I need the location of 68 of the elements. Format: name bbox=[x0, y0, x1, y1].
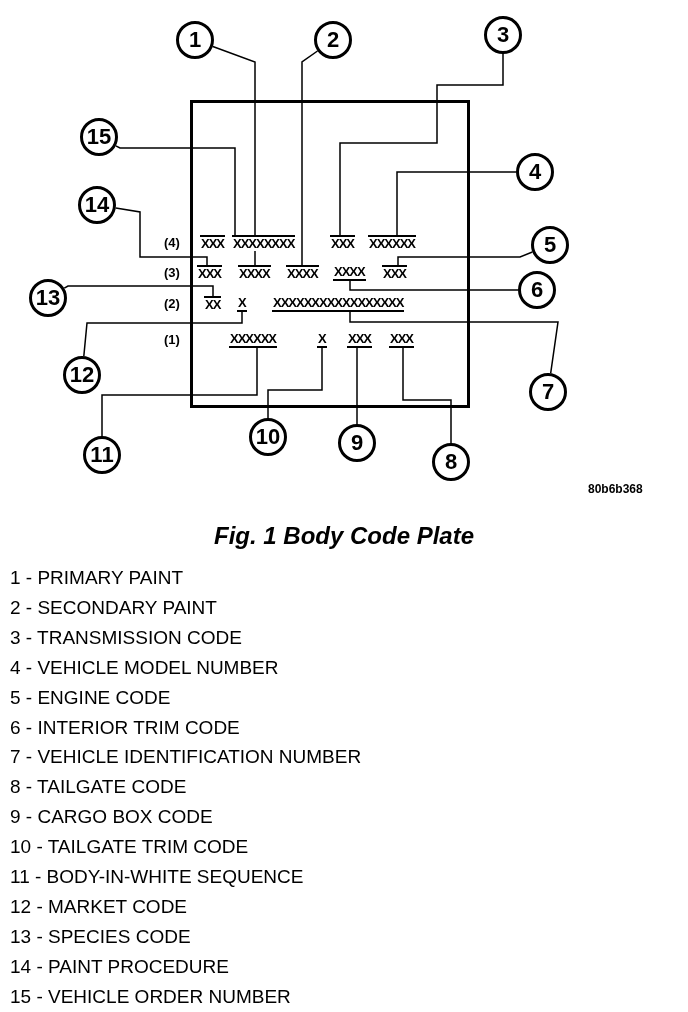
callout-number: 1 bbox=[176, 21, 214, 59]
leader-line bbox=[115, 145, 236, 236]
legend-item: 1 - PRIMARY PAINT bbox=[10, 567, 184, 589]
legend-item: 11 - BODY-IN-WHITE SEQUENCE bbox=[10, 866, 304, 888]
legend-item: 10 - TAILGATE TRIM CODE bbox=[10, 836, 249, 859]
code-field: XXX bbox=[330, 235, 355, 251]
callout-number: 8 bbox=[432, 443, 470, 481]
callout-number: 3 bbox=[484, 16, 522, 54]
callout-number: 13 bbox=[29, 279, 67, 317]
leader-line bbox=[301, 50, 319, 266]
callout-number: 10 bbox=[249, 418, 287, 456]
code-field: XXX bbox=[382, 265, 407, 281]
callout-number: 5 bbox=[531, 226, 569, 264]
code-field: XXXX bbox=[286, 265, 319, 281]
row-number: (1) bbox=[164, 332, 180, 347]
code-field: XXXX bbox=[333, 265, 366, 281]
callout-number: 4 bbox=[516, 153, 554, 191]
code-field: XXX bbox=[197, 265, 222, 281]
code-field: XXX bbox=[347, 332, 372, 348]
callout-number: 9 bbox=[338, 424, 376, 462]
legend-item: 3 - TRANSMISSION CODE bbox=[10, 626, 242, 649]
legend-item: 4 - VEHICLE MODEL NUMBER bbox=[10, 656, 279, 679]
code-field: XXXXXX bbox=[368, 235, 417, 251]
callout-number: 2 bbox=[314, 21, 352, 59]
code-plate bbox=[190, 100, 470, 408]
code-field: XXXXXXXX bbox=[232, 235, 296, 251]
callout-number: 15 bbox=[80, 118, 118, 156]
leader-line bbox=[356, 347, 358, 425]
leader-line bbox=[267, 347, 323, 419]
leader-line bbox=[396, 171, 517, 236]
legend-item: 15 - VEHICLE ORDER NUMBER bbox=[10, 985, 291, 1008]
leader-line bbox=[402, 347, 452, 444]
row-number: (2) bbox=[164, 296, 180, 311]
legend-item: 14 - PAINT PROCEDURE bbox=[10, 955, 229, 978]
callout-number: 14 bbox=[78, 186, 116, 224]
callout-number: 6 bbox=[518, 271, 556, 309]
leader-line bbox=[339, 53, 504, 236]
code-field: XXXXXX bbox=[229, 332, 278, 348]
legend-item: 8 - TAILGATE CODE bbox=[10, 776, 187, 799]
callout-number: 12 bbox=[63, 356, 101, 394]
leader-line bbox=[83, 311, 243, 357]
legend-item: 2 - SECONDARY PAINT bbox=[10, 596, 217, 619]
legend-item: 6 - INTERIOR TRIM CODE bbox=[10, 716, 240, 739]
code-field: XXX bbox=[200, 235, 225, 251]
legend-item: 13 - SPECIES CODE bbox=[10, 925, 191, 948]
legend-item: 7 - VEHICLE IDENTIFICATION NUMBER bbox=[10, 746, 362, 769]
row-number: (3) bbox=[164, 265, 180, 280]
leader-line bbox=[397, 251, 534, 266]
code-field: XX bbox=[204, 296, 222, 312]
leader-line bbox=[115, 207, 208, 266]
leader-line bbox=[349, 280, 519, 291]
figure-id: 80b6b368 bbox=[588, 482, 643, 496]
leader-line bbox=[349, 311, 559, 374]
row-number: (4) bbox=[164, 235, 180, 250]
code-field: XXX bbox=[389, 332, 414, 348]
callout-number: 7 bbox=[529, 373, 567, 411]
legend-item: 9 - CARGO BOX CODE bbox=[10, 806, 213, 829]
leader-line bbox=[63, 285, 214, 297]
code-field: XXXXXXXXXXXXXXXXX bbox=[272, 296, 405, 312]
code-field: X bbox=[237, 296, 247, 312]
leader-line bbox=[101, 347, 258, 437]
leader-line bbox=[212, 45, 256, 266]
figure-caption: Fig. 1 Body Code Plate bbox=[212, 522, 475, 550]
legend-item: 5 - ENGINE CODE bbox=[10, 686, 171, 709]
code-field: XXXX bbox=[238, 265, 271, 281]
code-field: X bbox=[317, 332, 327, 348]
legend-item: 12 - MARKET CODE bbox=[10, 895, 188, 918]
callout-number: 11 bbox=[83, 436, 121, 474]
